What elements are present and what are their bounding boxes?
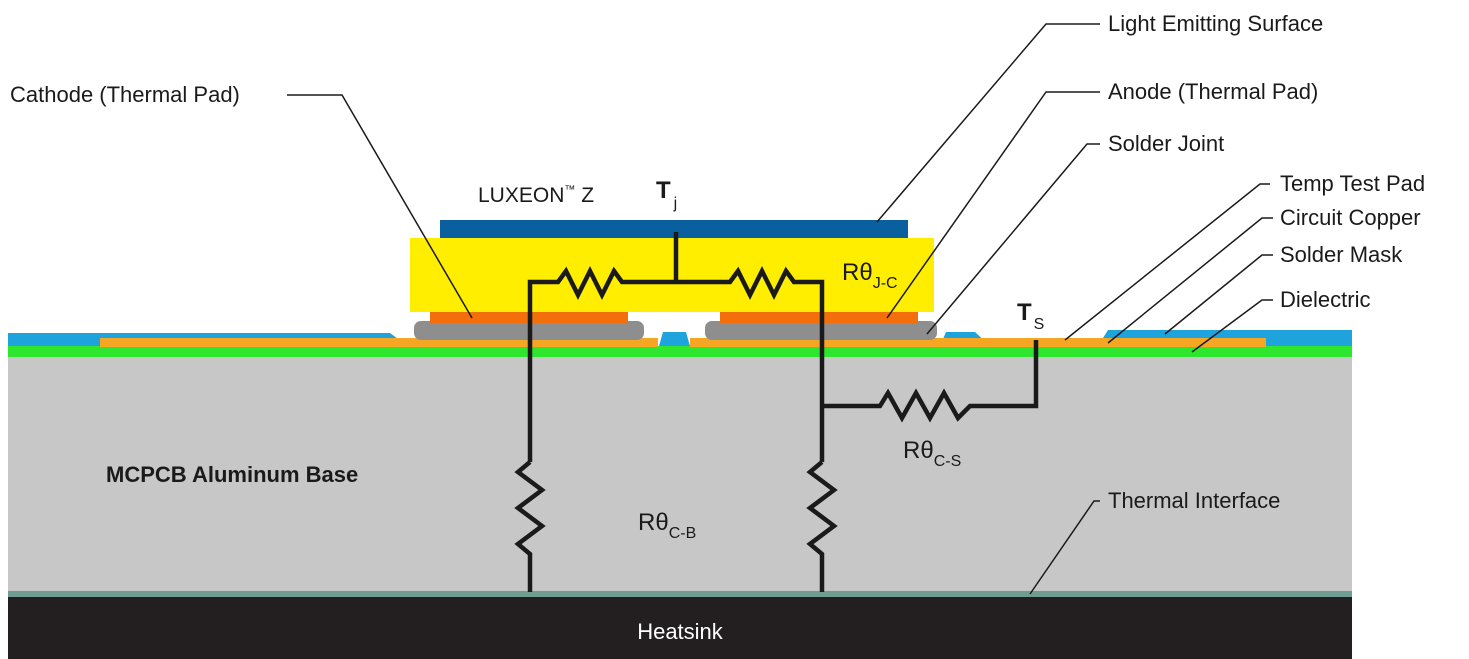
rcs-main: Rθ (903, 437, 934, 464)
label-solder-joint: Solder Joint (1108, 131, 1224, 156)
leader-dielectric (1191, 299, 1273, 353)
resistor-case-to-board-left (514, 460, 546, 592)
label-mcpcb-base: MCPCB Aluminum Base (106, 462, 358, 487)
tj-main: T (656, 177, 671, 204)
ts-main: T (1017, 299, 1032, 326)
resistor-network-junction-to-case (527, 232, 825, 462)
label-cathode: Cathode (Thermal Pad) (10, 82, 240, 107)
leader-cathode (287, 94, 473, 319)
leader-light-emitting-surface (876, 23, 1100, 223)
resistor-case-to-solder-point (822, 340, 1039, 423)
resistor-case-to-board-right (806, 460, 838, 592)
label-thermal-interface: Thermal Interface (1108, 488, 1280, 513)
ts-sub: S (1034, 316, 1045, 333)
rcb-main: Rθ (638, 509, 669, 536)
symbol-rtheta-jc: RθJ-C (842, 259, 898, 292)
symbol-rtheta-cb: RθC-B (638, 509, 696, 542)
light-emitting-surface (440, 220, 908, 238)
circuit-copper-left (100, 338, 658, 347)
label-anode: Anode (Thermal Pad) (1108, 79, 1318, 104)
rjc-main: Rθ (842, 259, 873, 286)
symbol-rtheta-cs: RθC-S (903, 437, 961, 470)
aluminum-base (8, 357, 1352, 591)
leader-thermal-interface (1029, 500, 1100, 595)
dielectric-layer (8, 346, 1352, 357)
solder-mask-middle (659, 332, 690, 346)
leader-solder-joint (926, 143, 1100, 335)
label-dielectric: Dielectric (1280, 287, 1370, 312)
led-body (410, 238, 934, 312)
rjc-sub: J-C (873, 275, 898, 292)
luxeon-model: Z (575, 184, 594, 207)
rcs-sub: C-S (934, 453, 962, 470)
anode-thermal-pad (720, 312, 918, 323)
luxeon-trademark: ™ (564, 184, 575, 196)
leader-anode (886, 91, 1100, 319)
leader-circuit-copper (1107, 217, 1273, 344)
label-circuit-copper: Circuit Copper (1280, 205, 1421, 230)
leader-solder-mask (1164, 254, 1273, 335)
label-luxeon-z: LUXEON™ Z (478, 184, 594, 207)
tj-sub: j (673, 195, 678, 212)
thermal-interface-layer (8, 591, 1352, 597)
heatsink-block (8, 596, 1352, 659)
rcb-sub: C-B (669, 525, 697, 542)
leader-temp-test-pad (1064, 183, 1270, 341)
luxeon-name: LUXEON (478, 184, 564, 207)
label-light-emitting-surface: Light Emitting Surface (1108, 11, 1323, 36)
circuit-copper-right (690, 338, 1266, 347)
label-temp-test-pad: Temp Test Pad (1280, 171, 1425, 196)
heatsink-label: Heatsink (637, 619, 724, 644)
label-solder-mask: Solder Mask (1280, 242, 1403, 267)
